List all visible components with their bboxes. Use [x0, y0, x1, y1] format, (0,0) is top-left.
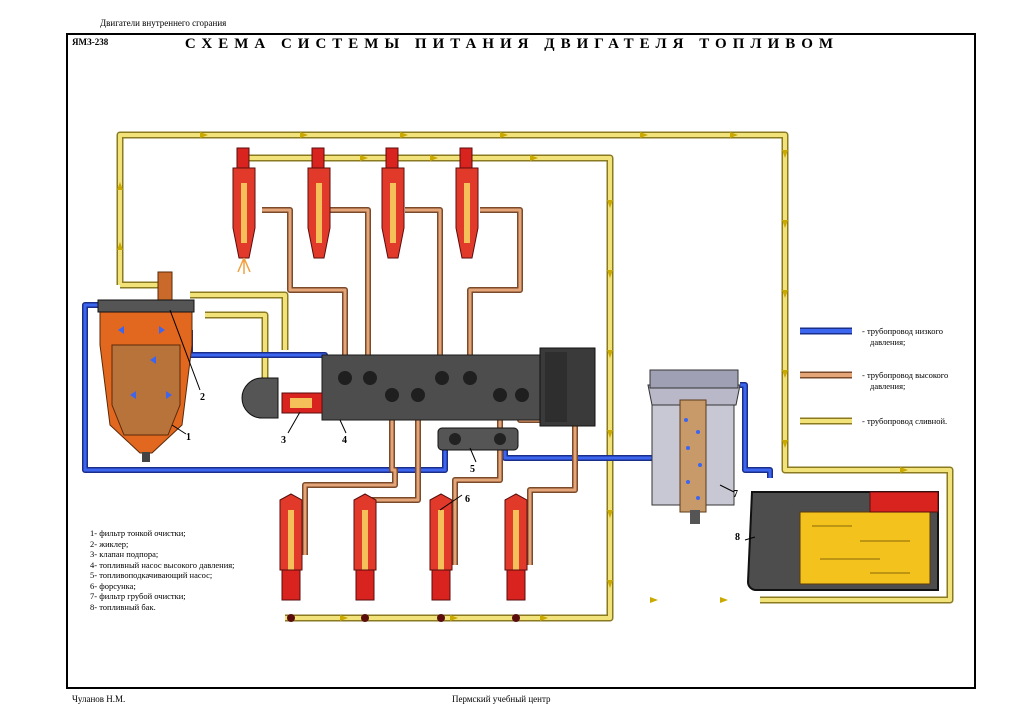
- injector-top-4: [455, 147, 479, 259]
- organization: Пермский учебный центр: [452, 694, 551, 704]
- legend-low-pressure-line1: - трубопровод низкого: [862, 326, 944, 336]
- component-item: 2- жиклер;: [90, 538, 129, 549]
- fine-filter: [97, 271, 195, 462]
- high-pressure-pump: [321, 347, 596, 427]
- component-item: 3- клапан подпора;: [90, 549, 159, 559]
- low-pressure-pipes: [82, 302, 773, 478]
- legend-drain-line1: - трубопровод сливной.: [862, 416, 948, 426]
- callout-6: 6: [465, 494, 470, 505]
- callout-4: 4: [342, 435, 347, 446]
- component-item: 7- фильтр грубой очистки;: [90, 591, 186, 601]
- model-code: ЯМЗ-238: [72, 37, 109, 47]
- injector-top-2: [307, 147, 331, 259]
- poster-title: СХЕМА СИСТЕМЫ ПИТАНИЯ ДВИГАТЕЛЯ ТОПЛИВОМ: [184, 36, 840, 52]
- legend-high-pressure-line1: - трубопровод высокого: [862, 370, 949, 380]
- callout-7: 7: [733, 489, 738, 500]
- component-item: 6- форсунка;: [90, 580, 136, 591]
- poster-frame: [66, 33, 976, 689]
- callout-3: 3: [281, 435, 286, 446]
- callout-leaders: [169, 309, 756, 541]
- legend-low-pressure-line2: давления;: [870, 337, 906, 347]
- drain-pipes: [116, 131, 954, 622]
- injector-top-3: [381, 147, 405, 259]
- legend-low-pressure: - трубопровод низкого давления;: [862, 326, 943, 348]
- header-note: Двигатели внутреннего сгорания: [100, 18, 227, 28]
- callout-8: 8: [735, 532, 740, 543]
- callout-1: 1: [186, 432, 191, 443]
- callout-2: 2: [200, 392, 205, 403]
- component-item: 5- топливоподкачивающий насос;: [90, 570, 213, 580]
- drain-arrows: [117, 132, 908, 621]
- bottom-injectors: [279, 493, 528, 622]
- check-valve: [241, 377, 323, 419]
- top-injectors: [232, 147, 479, 274]
- legend-high-pressure-line2: давления;: [870, 381, 906, 391]
- component-item: 1- фильтр тонкой очистки;: [90, 528, 186, 538]
- legend-high-pressure: - трубопровод высокого давления;: [862, 370, 948, 392]
- injector-bottom-1: [279, 493, 303, 622]
- author: Чуланов Н.М.: [72, 694, 126, 704]
- component-item: 8- топливный бак.: [90, 601, 156, 612]
- legend-drain: - трубопровод сливной.: [862, 416, 947, 427]
- injector-bottom-4: [504, 493, 528, 622]
- fuel-tank: [746, 491, 939, 591]
- component-list: 1- фильтр тонкой очистки; 2- жиклер; 3- …: [90, 528, 235, 612]
- priming-pump: [437, 427, 519, 451]
- injector-bottom-3: [429, 493, 453, 622]
- injector-bottom-2: [353, 493, 377, 622]
- coarse-filter: [647, 369, 741, 524]
- pipe-legend-swatches: [800, 327, 852, 425]
- injector-top-1: [232, 147, 256, 274]
- callout-5: 5: [470, 464, 475, 475]
- component-item: 4- топливный насос высокого давления;: [90, 559, 235, 570]
